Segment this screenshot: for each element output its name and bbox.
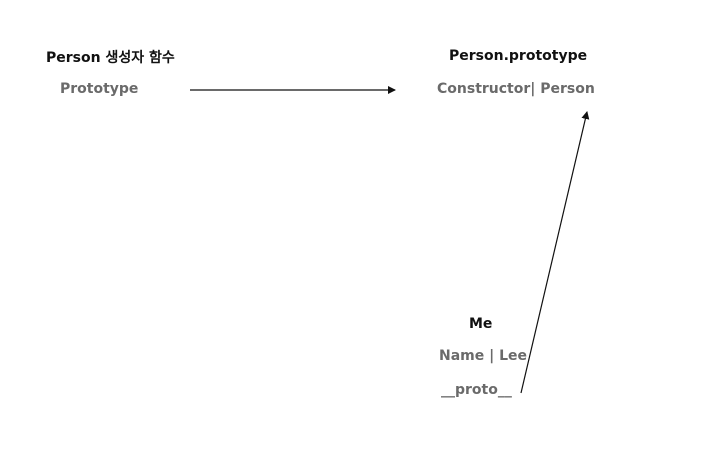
instance-proto-field: __proto__ xyxy=(441,382,512,398)
instance-name-field: Name | Lee xyxy=(439,348,528,364)
prototype-constructor-field: Constructor| Person xyxy=(437,81,595,97)
constructor-node-title: Person 생성자 함수 xyxy=(46,50,175,66)
proto-chain-arrow xyxy=(520,111,590,394)
constructor-prototype-field: Prototype xyxy=(60,81,139,97)
instance-node-title: Me xyxy=(469,316,493,332)
prototype-node-title: Person.prototype xyxy=(449,48,588,64)
